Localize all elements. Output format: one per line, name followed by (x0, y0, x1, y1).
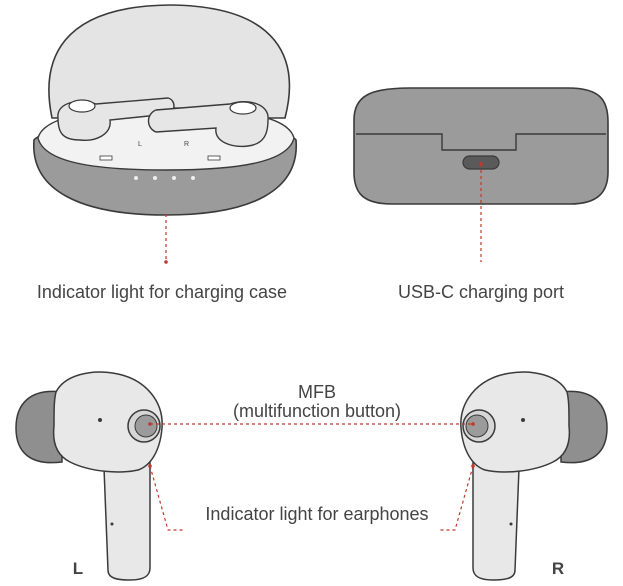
left-earphone-label: L (73, 559, 83, 578)
case-lid (48, 4, 291, 119)
left-ear-tip (15, 390, 63, 464)
case-right-earphone-tip (229, 101, 257, 115)
closed-case-body (353, 87, 609, 205)
case-right-contact (207, 155, 221, 161)
right-earphone-stem-dot (509, 522, 513, 526)
left-mfb-button-inner (134, 414, 158, 438)
closed-charging-case: USB-C charging port (353, 87, 609, 302)
case-indicator-label: Indicator light for charging case (37, 282, 287, 302)
left-earphone-mic-dot (98, 418, 102, 422)
usb-port-label: USB-C charging port (398, 282, 564, 302)
earphone-indicator-callout-left (149, 465, 184, 531)
case-left-earphone-tip (68, 99, 96, 113)
case-right-slot-label: R (184, 141, 189, 148)
left-earphone-stem-dot (110, 522, 114, 526)
closed-case-seam (356, 133, 606, 151)
mfb-label: MFB (298, 382, 336, 402)
left-earphone: L (15, 371, 163, 581)
right-earphone-label: R (552, 559, 564, 578)
earphone-callouts: MFB (multifunction button) Indicator lig… (148, 382, 475, 531)
earphone-indicator-label: Indicator light for earphones (205, 504, 428, 524)
left-earphone-stem (103, 442, 151, 581)
open-charging-case: L R Indicator light for charging case (33, 4, 297, 302)
right-mfb-button-inner (465, 414, 489, 438)
right-earphone-stem (472, 442, 520, 581)
right-ear-tip (560, 390, 608, 464)
case-left-slot-label: L (138, 141, 142, 148)
left-earphone-head (52, 371, 163, 473)
case-left-contact (99, 155, 113, 161)
earphone-indicator-callout-right (439, 465, 474, 531)
right-earphone: R (460, 371, 608, 581)
right-earphone-head (460, 371, 571, 473)
mfb-description-label: (multifunction button) (233, 401, 401, 421)
right-earphone-mic-dot (521, 418, 525, 422)
case-indicator-lights (134, 176, 195, 180)
